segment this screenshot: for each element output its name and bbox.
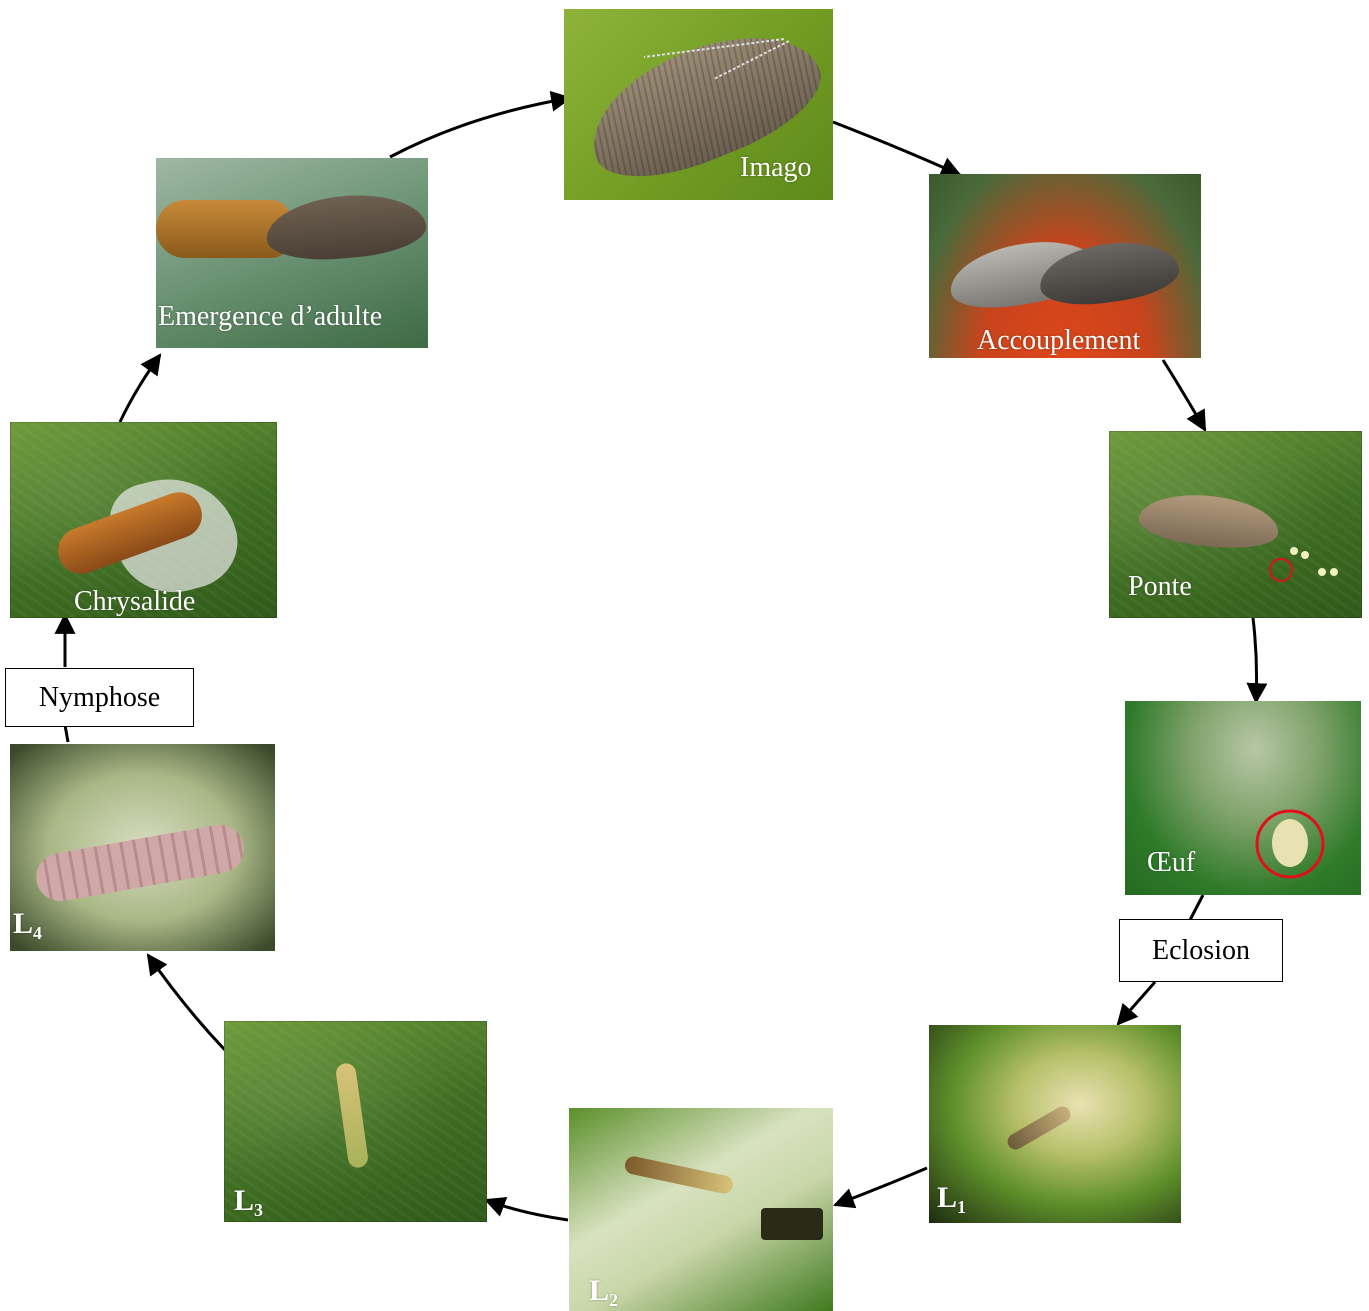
transition-eclosion: Eclosion [1119, 919, 1283, 982]
arrow-oeuf-to-eclosion [1190, 895, 1203, 920]
stage-l2: L2 [569, 1108, 833, 1311]
label-l3: L3 [234, 1186, 263, 1219]
stage-accouplement: Accouplement [929, 174, 1201, 358]
stage-imago: Imago [564, 9, 833, 200]
label-l2: L2 [589, 1276, 618, 1309]
label-chrysalide: Chrysalide [74, 588, 195, 616]
stage-l3: L3 [224, 1021, 487, 1222]
eclosion-text: Eclosion [1152, 935, 1250, 967]
stage-emergence: Emergence d’adulte [156, 158, 428, 348]
arrow-l1-to-l2 [835, 1168, 927, 1205]
label-l1: L1 [937, 1183, 966, 1216]
label-imago: Imago [740, 154, 812, 182]
label-ponte: Ponte [1128, 573, 1192, 601]
arrow-emergence-to-imago [390, 98, 570, 157]
label-emergence: Emergence d’adulte [158, 303, 382, 331]
arrow-eclosion-to-l1 [1118, 982, 1155, 1024]
stage-ponte: Ponte [1109, 431, 1362, 618]
arrow-accouplement-to-ponte [1163, 360, 1205, 430]
stage-l4: L4 [10, 744, 275, 951]
arrow-chrysalide-to-emergence [120, 355, 160, 422]
arrow-l3-to-l4 [148, 955, 225, 1050]
arrow-l4-to-nymphose [65, 725, 68, 742]
stage-oeuf: Œuf [1125, 701, 1361, 895]
label-l4: L4 [13, 909, 42, 942]
larva-icon [335, 1062, 369, 1169]
stage-chrysalide: Chrysalide [10, 422, 277, 618]
arrow-l2-to-l3 [486, 1200, 568, 1220]
frass-patch [761, 1208, 823, 1240]
stage-l1: L1 [929, 1025, 1181, 1223]
label-accouplement: Accouplement [977, 327, 1140, 355]
nymphose-text: Nymphose [39, 682, 160, 714]
arrow-ponte-to-oeuf [1253, 618, 1257, 702]
transition-nymphose: Nymphose [5, 668, 194, 727]
label-oeuf: Œuf [1147, 849, 1195, 877]
arrow-imago-to-accouplement [833, 122, 960, 175]
